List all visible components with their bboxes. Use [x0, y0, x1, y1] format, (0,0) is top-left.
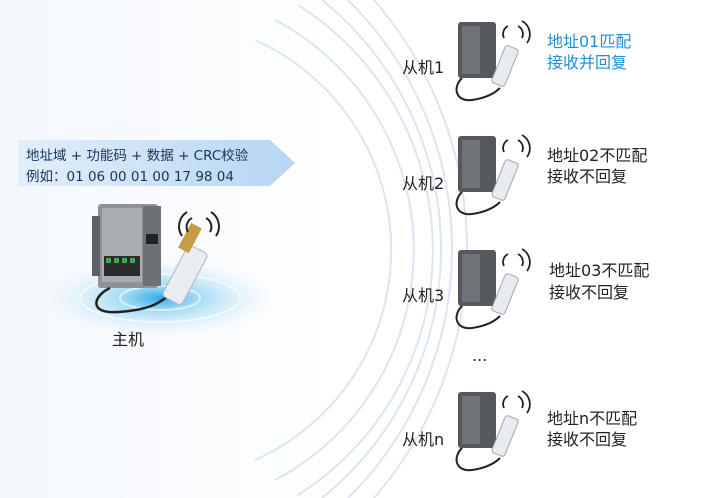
slave-2-device-icon — [455, 134, 531, 216]
slave-1-device-icon — [455, 20, 531, 102]
slave-1-status-line2: 接收并回复 — [547, 53, 628, 72]
frame-format-banner: 地址域 + 功能码 + 数据 + CRC校验 例如：01 06 00 01 00… — [18, 140, 288, 186]
slave-3-status-line1: 地址03不匹配 — [549, 261, 650, 280]
master-label: 主机 — [112, 330, 145, 349]
slave-3-label: 从机3 — [402, 286, 445, 305]
slave-1-status-line1: 地址01匹配 — [547, 32, 632, 51]
master-device-icon — [92, 204, 220, 314]
slave-2-status-line2: 接收不回复 — [547, 167, 628, 186]
slave-n-device-icon — [455, 390, 531, 472]
slave-2-label: 从机2 — [402, 174, 445, 193]
slave-n-label: 从机n — [402, 430, 445, 449]
slave-3-device-icon — [455, 248, 531, 330]
frame-example-text: 例如：01 06 00 01 00 17 98 04 — [26, 169, 234, 185]
slave-n-status-line1: 地址n不匹配 — [547, 409, 638, 428]
ellipsis-text: ... — [472, 346, 488, 365]
slave-2-status-line1: 地址02不匹配 — [547, 146, 648, 165]
slave-1-label: 从机1 — [402, 58, 445, 77]
frame-format-text: 地址域 + 功能码 + 数据 + CRC校验 — [26, 148, 249, 164]
slave-n-status-line2: 接收不回复 — [547, 430, 628, 449]
slave-3-status-line2: 接收不回复 — [549, 283, 630, 302]
